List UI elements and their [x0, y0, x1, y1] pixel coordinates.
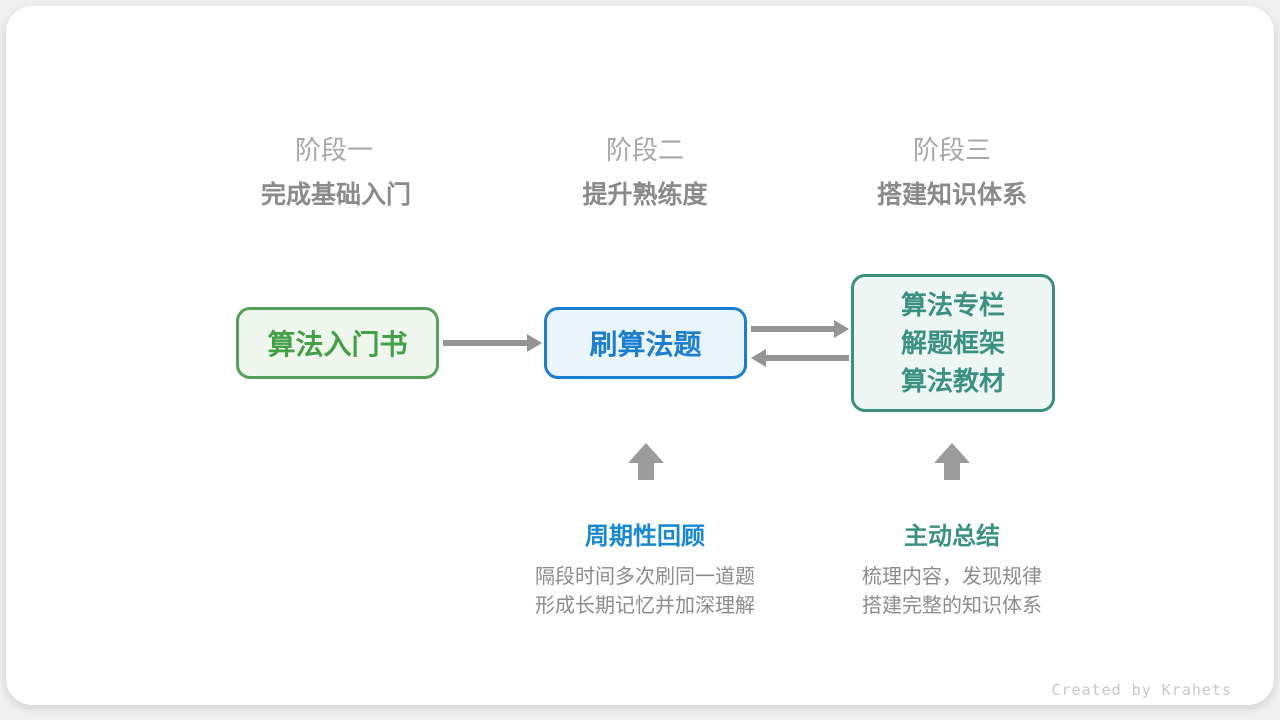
- node-knowledge-line-2: 解题框架: [900, 328, 1005, 358]
- node-knowledge-line-3: 算法教材: [900, 366, 1005, 396]
- stage3-label: 阶段三: [912, 135, 991, 165]
- arrow-up-icon: [934, 443, 970, 480]
- stage1-label: 阶段一: [294, 135, 373, 165]
- node-intro-book-label: 算法入门书: [267, 329, 408, 360]
- annotation-active-summary-desc: 梳理内容，发现规律 搭建完整的知识体系: [782, 563, 1122, 621]
- annotation-periodic-review-desc-line-1: 隔段时间多次刷同一道题: [535, 566, 755, 588]
- stage1-subtitle: 完成基础入门: [260, 181, 411, 209]
- node-knowledge-resources: 算法专栏 解题框架 算法教材: [851, 274, 1055, 412]
- stage3-subtitle: 搭建知识体系: [876, 181, 1027, 209]
- annotation-active-summary-title: 主动总结: [904, 523, 1000, 550]
- annotation-periodic-review-title: 周期性回顾: [585, 523, 705, 550]
- arrow-left-icon: [751, 349, 849, 367]
- arrow-right-icon: [751, 320, 849, 338]
- annotation-periodic-review-desc: 隔段时间多次刷同一道题 形成长期记忆并加深理解: [475, 563, 815, 621]
- node-practice-problems-label: 刷算法题: [589, 329, 702, 360]
- annotation-active-summary-desc-line-2: 搭建完整的知识体系: [862, 595, 1042, 617]
- annotation-active-summary-desc-line-1: 梳理内容，发现规律: [862, 566, 1042, 588]
- stage2-label: 阶段二: [605, 135, 684, 165]
- credit-text: Created by Krahets: [1051, 681, 1232, 699]
- arrow-right-icon: [443, 334, 542, 352]
- stage2-subtitle: 提升熟练度: [582, 181, 708, 209]
- node-practice-problems: 刷算法题: [544, 307, 747, 379]
- annotation-periodic-review-desc-line-2: 形成长期记忆并加深理解: [535, 595, 755, 617]
- diagram-card: 阶段一 阶段二 阶段三 完成基础入门 提升熟练度 搭建知识体系 算法入门书 刷算…: [6, 6, 1274, 705]
- node-intro-book: 算法入门书: [236, 307, 439, 379]
- node-knowledge-line-1: 算法专栏: [900, 290, 1005, 320]
- arrow-up-icon: [628, 443, 664, 480]
